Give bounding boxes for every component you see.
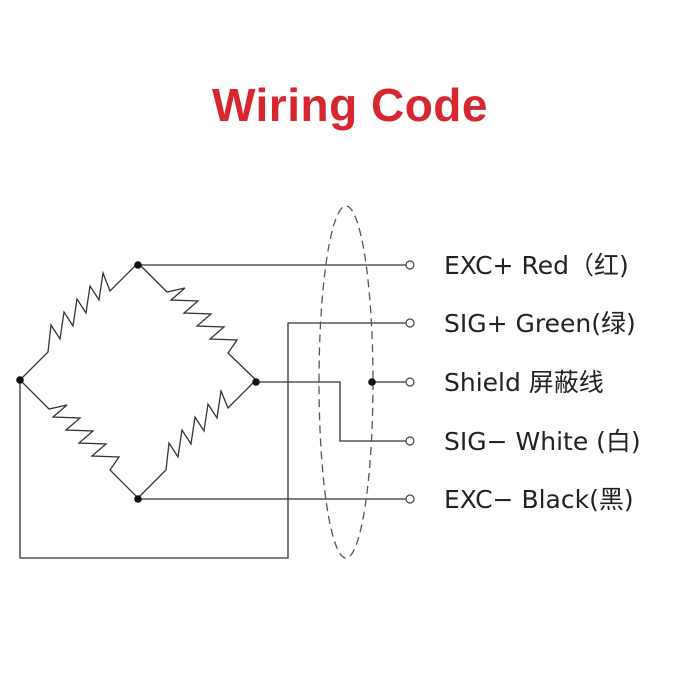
node-right [252,378,260,386]
label-shield: Shield 屏蔽线 [444,368,604,397]
wires [19,264,406,559]
page-title: Wiring Code [212,79,488,131]
label-sig-plus: SIG+ Green(绿) [444,309,636,338]
terminal-sig-plus [405,318,415,328]
bridge-resistors [19,262,257,499]
resistor-top-left [19,262,139,381]
terminals [405,260,415,504]
resistor-top-right [137,262,257,381]
wire-labels: EXC+ Red（红) SIG+ Green(绿) Shield 屏蔽线 SIG… [444,251,641,514]
node-left [16,376,24,384]
node-bottom [134,495,142,503]
node-shield [368,378,376,386]
terminal-shield [405,377,415,387]
label-exc-plus: EXC+ Red（红) [444,251,629,280]
resistor-bottom-right [137,379,257,499]
terminal-exc-minus [405,494,415,504]
terminal-sig-minus [405,436,415,446]
terminal-exc-plus [405,260,415,270]
node-top [134,261,142,269]
wire-sig-plus [19,322,406,559]
junction-nodes [16,261,376,503]
wire-sig-minus [256,381,406,442]
label-sig-minus: SIG− White (白) [444,427,641,456]
resistor-bottom-left [19,379,139,499]
label-exc-minus: EXC− Black(黑) [444,485,634,514]
